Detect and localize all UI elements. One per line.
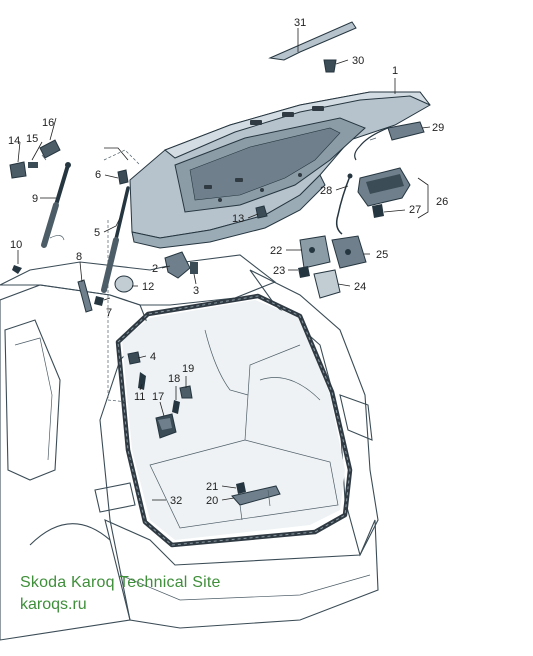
callout-3: 3 bbox=[193, 285, 199, 297]
bolt-11 bbox=[138, 372, 146, 390]
connector-27 bbox=[372, 204, 384, 218]
cover-12 bbox=[114, 275, 134, 293]
tailgate-top-edge bbox=[164, 91, 431, 159]
trunk-opening bbox=[115, 293, 353, 548]
car-roof bbox=[0, 254, 277, 306]
watermark-title: Skoda Karoq Technical Site bbox=[20, 574, 221, 591]
callout-9: 9 bbox=[32, 193, 38, 205]
tailgate-lower-lip bbox=[131, 174, 326, 249]
callout-4: 4 bbox=[150, 351, 156, 363]
striker-17 bbox=[155, 413, 177, 439]
callout-21: 21 bbox=[206, 481, 218, 493]
gas-strut-right bbox=[101, 186, 130, 293]
buffer-4 bbox=[127, 351, 141, 365]
tailgate bbox=[129, 91, 431, 249]
callout-7: 7 bbox=[106, 307, 112, 319]
callout-22: 22 bbox=[270, 245, 282, 257]
cargo-area-interior bbox=[122, 300, 345, 540]
lock-unit-25 bbox=[331, 235, 367, 269]
bracket-8 bbox=[77, 279, 93, 313]
nut-23 bbox=[298, 266, 310, 278]
callout-29: 29 bbox=[432, 122, 444, 134]
callout-11: 11 bbox=[134, 391, 145, 403]
nut-3 bbox=[190, 262, 198, 274]
callout-1: 1 bbox=[392, 65, 398, 77]
callout-17: 17 bbox=[152, 391, 164, 403]
lock-cover-24 bbox=[313, 269, 341, 299]
cap-nut bbox=[323, 59, 337, 73]
callout-13: 13 bbox=[232, 213, 244, 225]
callout-14: 14 bbox=[8, 135, 20, 147]
callout-16: 16 bbox=[42, 117, 54, 129]
screw-19 bbox=[179, 385, 193, 399]
callout-27: 27 bbox=[409, 204, 421, 216]
callout-19: 19 bbox=[182, 363, 194, 375]
callout-20: 20 bbox=[206, 495, 218, 507]
right-quarter-panel bbox=[249, 269, 379, 557]
callout-10: 10 bbox=[10, 239, 22, 251]
handle-29 bbox=[354, 121, 425, 161]
callout-6: 6 bbox=[95, 169, 101, 181]
watermark-url: karoqs.ru bbox=[20, 596, 87, 613]
callout-labels: 1 2 3 4 5 6 7 8 9 10 11 12 13 14 15 16 1… bbox=[8, 17, 448, 507]
cargo-floor bbox=[149, 439, 339, 529]
callout-2: 2 bbox=[152, 263, 158, 275]
bolt-15 bbox=[28, 162, 38, 168]
spoiler-trim bbox=[268, 21, 357, 73]
ball-stud-6 bbox=[117, 169, 129, 185]
callout-25: 25 bbox=[376, 249, 388, 261]
clip-14 bbox=[9, 161, 27, 179]
striker-plate-20 bbox=[231, 485, 281, 521]
hinge-2 bbox=[164, 251, 191, 279]
rear-side-window bbox=[4, 319, 61, 481]
callout-12: 12 bbox=[142, 281, 154, 293]
cable-28 bbox=[335, 173, 353, 235]
callout-8: 8 bbox=[76, 251, 82, 263]
callout-24: 24 bbox=[354, 281, 366, 293]
screw-21 bbox=[236, 482, 246, 494]
tail-light-right bbox=[339, 394, 373, 441]
strut-bracket-16 bbox=[39, 139, 61, 161]
callout-30: 30 bbox=[352, 55, 364, 67]
tail-light-left bbox=[94, 482, 136, 513]
motor-26 bbox=[357, 167, 411, 207]
bolt-7 bbox=[94, 296, 104, 306]
bolt-18 bbox=[172, 400, 180, 414]
callout-5: 5 bbox=[94, 227, 100, 239]
gas-strut-left bbox=[41, 162, 71, 248]
lock-22 bbox=[299, 235, 331, 269]
callout-15: 15 bbox=[26, 133, 38, 145]
callout-31: 31 bbox=[294, 17, 306, 29]
callout-26: 26 bbox=[436, 196, 448, 208]
callout-28: 28 bbox=[320, 185, 332, 197]
screw-10 bbox=[12, 265, 22, 274]
callout-18: 18 bbox=[168, 373, 180, 385]
callout-32: 32 bbox=[170, 495, 182, 507]
rear-bumper bbox=[104, 519, 379, 629]
callout-23: 23 bbox=[273, 265, 285, 277]
trim-strip bbox=[268, 21, 357, 61]
leader-lines bbox=[17, 28, 431, 501]
